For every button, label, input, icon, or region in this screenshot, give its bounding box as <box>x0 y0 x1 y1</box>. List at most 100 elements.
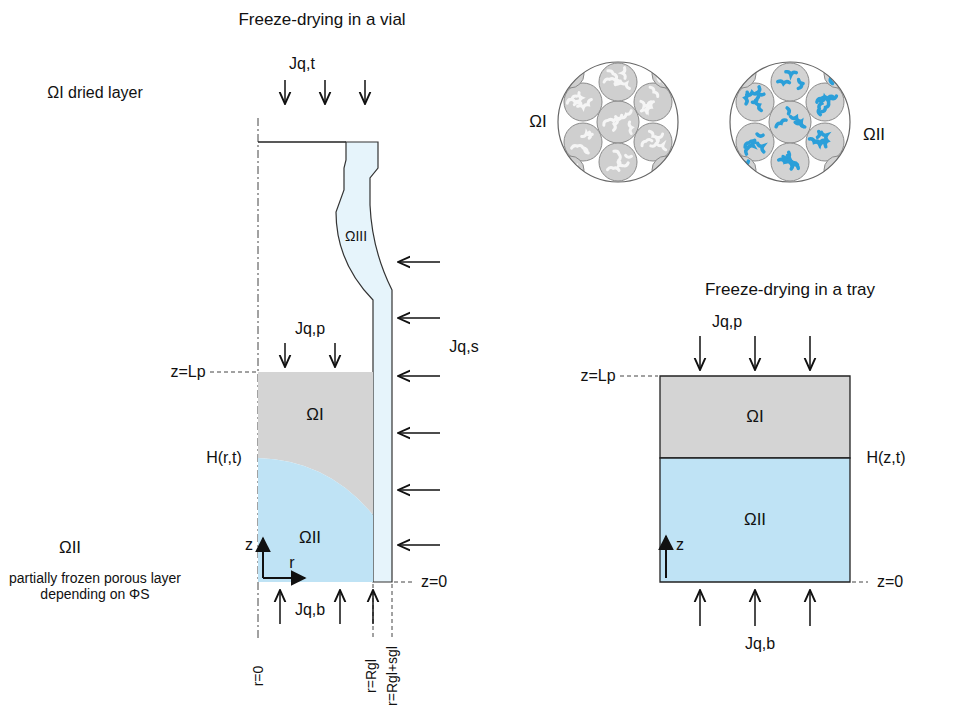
frozen-particle-inset <box>824 60 852 88</box>
dried-particle-inset <box>667 168 673 171</box>
dimension-lines <box>620 376 658 377</box>
frozen-particle-inset <box>818 132 820 138</box>
inset-outline <box>730 62 850 182</box>
dried-particle-inset <box>560 74 569 79</box>
frozen-particle-inset <box>776 120 786 127</box>
dried-particle-inset <box>641 101 650 107</box>
dried-particle-inset <box>642 140 652 146</box>
frozen-layer-region: ΩII <box>258 458 373 582</box>
region-fill <box>258 458 373 582</box>
region-fill <box>660 376 850 458</box>
flux-label: Jq,p <box>712 313 742 331</box>
frozen-particle-inset <box>787 156 798 169</box>
figure-heading: Freeze-drying in a vial <box>238 10 405 30</box>
dried-particle-inset <box>652 156 680 184</box>
heat-flux-arrows <box>754 336 756 370</box>
dried-particle-inset <box>629 122 632 134</box>
frozen-particle-inset <box>837 161 839 167</box>
heat-flux-arrows <box>699 336 701 370</box>
heat-flux-arrows <box>809 590 811 626</box>
dimension-lines <box>210 372 256 373</box>
frozen-particle-inset <box>736 83 774 121</box>
dried-particle-inset <box>566 168 569 180</box>
dried-particle-inset <box>566 172 578 176</box>
frozen-particle-inset <box>786 72 796 75</box>
frozen-particle-inset <box>835 76 836 82</box>
dried-particle-inset <box>574 166 577 171</box>
frozen-particle-inset <box>771 143 809 181</box>
region-legend-note: ΩI dried layer <box>47 84 143 102</box>
dried-particle-inset <box>652 60 680 88</box>
frozen-particle-inset <box>769 101 811 143</box>
heat-flux-arrows <box>809 336 811 370</box>
heat-flux-arrows <box>398 489 440 491</box>
dimension-lines <box>373 584 374 638</box>
dried-particle-inset <box>671 165 674 170</box>
dimension-lines <box>394 582 412 583</box>
frozen-particle-inset <box>778 81 790 83</box>
dried-particle-inset <box>599 143 637 181</box>
dimension-label: z=0 <box>421 573 447 591</box>
dried-particle-inset <box>597 101 639 143</box>
inset-label: ΩI <box>529 112 546 132</box>
frozen-particle-inset <box>837 73 846 79</box>
frozen-particle-inset <box>838 67 846 75</box>
flux-label: Jq,p <box>295 320 325 338</box>
figure-heading: Freeze-drying in a tray <box>705 280 875 300</box>
dried-particle-inset <box>562 70 576 77</box>
heat-flux-arrows <box>699 590 701 626</box>
heat-flux-arrows <box>284 343 286 367</box>
dried-particle-inset <box>614 151 620 166</box>
dried-particle-inset <box>556 60 680 184</box>
axis-label: z <box>676 536 684 554</box>
dried-particle-inset <box>556 156 584 184</box>
frozen-particle-inset <box>757 134 763 136</box>
tray-dried-layer: ΩI <box>660 376 850 458</box>
heat-flux-arrows <box>324 80 326 104</box>
dried-particle-inset <box>567 96 577 103</box>
frozen-particle-inset <box>806 83 844 121</box>
heat-flux-arrows <box>334 343 336 367</box>
heat-flux-arrows <box>279 590 281 624</box>
heat-flux-arrows <box>398 317 440 319</box>
frozen-particle-inset <box>736 123 774 161</box>
frozen-particle-inset <box>746 140 755 154</box>
dried-particle-inset <box>622 68 625 79</box>
frozen-particle-inset <box>815 140 826 144</box>
inset-outline <box>558 62 850 182</box>
frozen-particle-inset <box>824 156 852 184</box>
frozen-particle-inset <box>787 108 789 114</box>
dried-particle-inset <box>604 79 621 83</box>
dried-particle-inset <box>599 63 637 101</box>
heat-flux-arrows <box>364 80 366 104</box>
frozen-particle-inset <box>841 164 847 166</box>
frozen-particle-inset <box>809 139 825 145</box>
dried-particle-inset <box>626 155 632 157</box>
heat-flux-arrows <box>754 590 756 626</box>
heat-flux-arrows <box>398 432 440 434</box>
dried-particle-inset <box>670 164 672 170</box>
vial-top-line <box>258 141 346 143</box>
glass-region-label: ΩIII <box>345 228 367 244</box>
vial-top-line <box>258 141 346 143</box>
dried-particle-inset <box>658 68 664 71</box>
interface-label: H(r,t) <box>206 449 242 467</box>
frozen-particle-inset <box>756 100 762 110</box>
axis-label: z <box>245 536 253 554</box>
dried-particle-inset <box>608 168 620 171</box>
region-label: ΩII <box>744 510 766 530</box>
frozen-particle-inset <box>745 141 755 147</box>
heat-flux-arrows <box>372 590 374 624</box>
dimension-lines <box>210 372 868 638</box>
frozen-particle-inset <box>771 63 809 101</box>
radius-label: r=Rgl <box>363 659 379 693</box>
region-label: ΩII <box>299 528 321 548</box>
frozen-particle-inset <box>806 123 844 161</box>
region-fill <box>660 458 850 582</box>
frozen-particle-inset <box>728 60 852 184</box>
dried-particle-inset <box>634 83 672 121</box>
frozen-particle-inset <box>738 78 743 81</box>
inset-label: ΩII <box>863 125 885 145</box>
frozen-particle-inset <box>738 72 742 83</box>
